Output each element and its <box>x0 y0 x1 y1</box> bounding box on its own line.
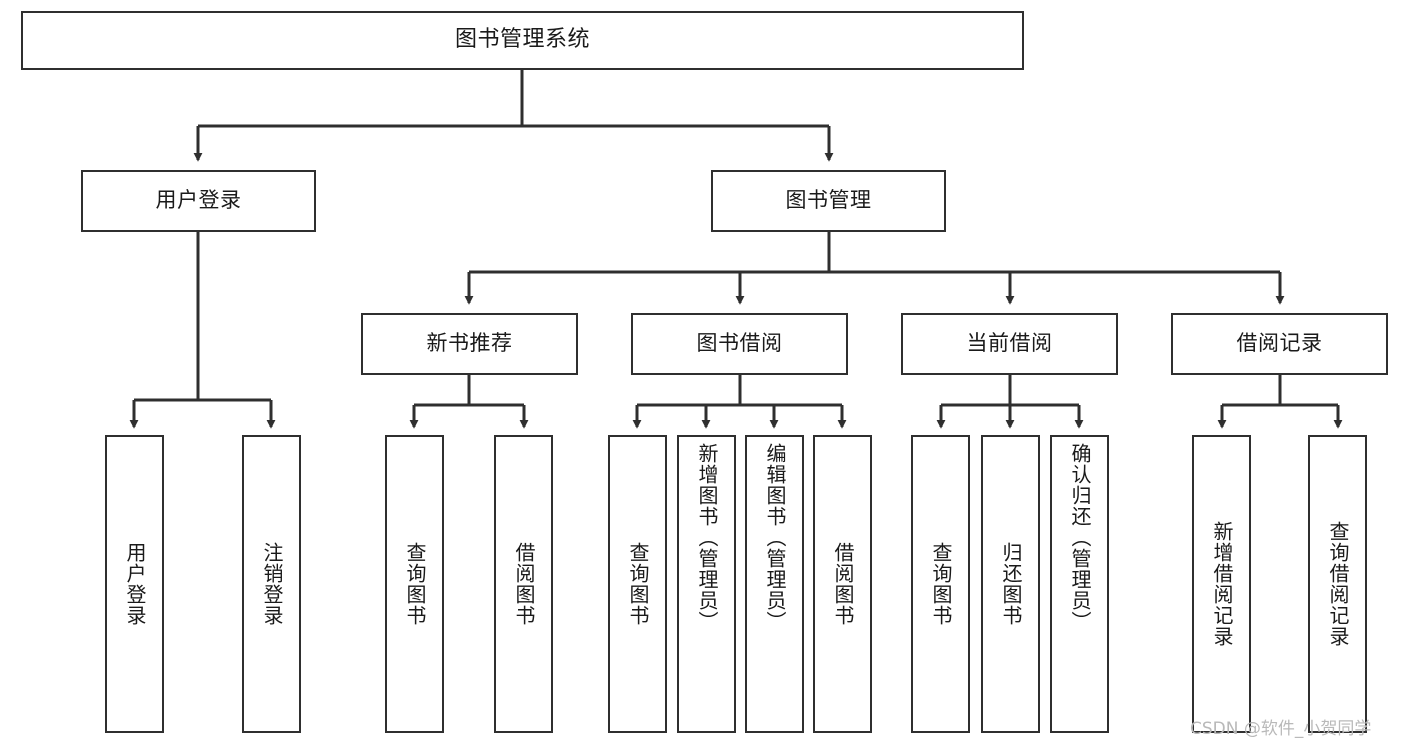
node-new-book-recommend[interactable]: 新书推荐 <box>361 313 578 375</box>
node-label: 编辑图书（管理员） <box>763 443 787 632</box>
leaf-recommend-query-book[interactable]: 查询图书 <box>385 435 444 733</box>
node-label: 查询借阅记录 <box>1326 521 1350 647</box>
node-label: 当前借阅 <box>966 331 1053 356</box>
node-user-login[interactable]: 用户登录 <box>81 170 316 232</box>
leaf-borrow-add-book-admin[interactable]: 新增图书（管理员） <box>677 435 736 733</box>
node-label: 确认归还（管理员） <box>1068 443 1092 632</box>
node-label: 查询图书 <box>929 542 953 626</box>
node-label: 查询图书 <box>626 542 650 626</box>
leaf-borrow-query-book[interactable]: 查询图书 <box>608 435 667 733</box>
node-label: 用户登录 <box>123 542 147 626</box>
node-label: 注销登录 <box>260 542 284 626</box>
leaf-record-add-borrow-record[interactable]: 新增借阅记录 <box>1192 435 1251 733</box>
node-current-borrow[interactable]: 当前借阅 <box>901 313 1118 375</box>
node-label: 用户登录 <box>155 188 242 213</box>
node-label: 新书推荐 <box>426 331 513 356</box>
node-label: 查询图书 <box>403 542 427 626</box>
leaf-user-login-login[interactable]: 用户登录 <box>105 435 164 733</box>
node-label: 图书管理系统 <box>454 27 590 53</box>
leaf-recommend-borrow-book[interactable]: 借阅图书 <box>494 435 553 733</box>
node-label: 借阅图书 <box>512 542 536 626</box>
node-borrow-record[interactable]: 借阅记录 <box>1171 313 1388 375</box>
leaf-current-confirm-return-admin[interactable]: 确认归还（管理员） <box>1050 435 1109 733</box>
leaf-current-return-book[interactable]: 归还图书 <box>981 435 1040 733</box>
node-book-borrow[interactable]: 图书借阅 <box>631 313 848 375</box>
node-label: 归还图书 <box>999 542 1023 626</box>
leaf-user-login-logout[interactable]: 注销登录 <box>242 435 301 733</box>
node-label: 图书管理 <box>785 188 872 213</box>
node-label: 借阅记录 <box>1236 331 1323 356</box>
node-label: 新增图书（管理员） <box>695 443 719 632</box>
csdn-watermark: CSDN @软件_小贺同学 <box>1190 719 1372 739</box>
leaf-record-query-borrow-record[interactable]: 查询借阅记录 <box>1308 435 1367 733</box>
leaf-borrow-borrow-book[interactable]: 借阅图书 <box>813 435 872 733</box>
leaf-current-query-book[interactable]: 查询图书 <box>911 435 970 733</box>
node-label: 图书借阅 <box>696 331 783 356</box>
node-label: 借阅图书 <box>831 542 855 626</box>
node-root-book-management-system[interactable]: 图书管理系统 <box>21 11 1024 70</box>
node-book-management[interactable]: 图书管理 <box>711 170 946 232</box>
leaf-borrow-edit-book-admin[interactable]: 编辑图书（管理员） <box>745 435 804 733</box>
node-label: 新增借阅记录 <box>1210 521 1234 647</box>
